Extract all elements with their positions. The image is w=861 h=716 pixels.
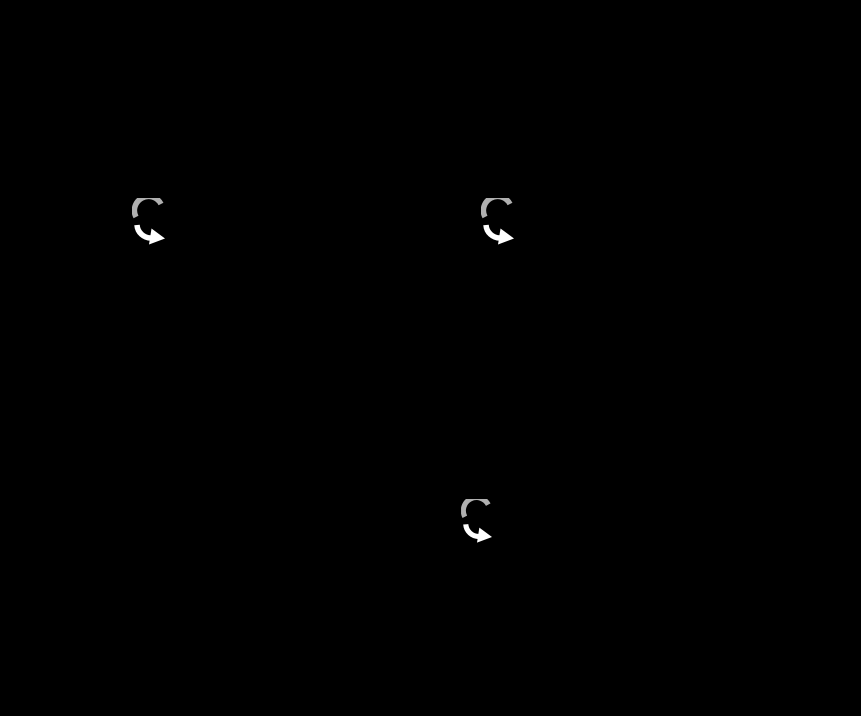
stream-e-label: Stream E [515, 372, 599, 394]
stream-b-label: Stream B [386, 51, 470, 73]
loop-arrow-icon[interactable] [481, 198, 515, 246]
stream-a-node[interactable]: Stream A [20, 24, 235, 99]
loop-arrow-icon[interactable] [461, 499, 493, 544]
stream-f-node[interactable]: Stream F [449, 625, 665, 702]
stream-a-label: Stream A [86, 51, 169, 73]
stream-d-label: Stream D [214, 372, 300, 394]
loop-arrow-icon[interactable] [132, 198, 166, 246]
stream-c-node[interactable]: Stream C [622, 24, 845, 100]
stream-e-node[interactable]: Stream E [450, 344, 664, 421]
stream-d-node[interactable]: Stream D [150, 344, 364, 421]
stream-f-label: Stream F [515, 653, 599, 675]
stream-b-node[interactable]: Stream B [320, 24, 536, 99]
stream-c-label: Stream C [691, 51, 776, 74]
